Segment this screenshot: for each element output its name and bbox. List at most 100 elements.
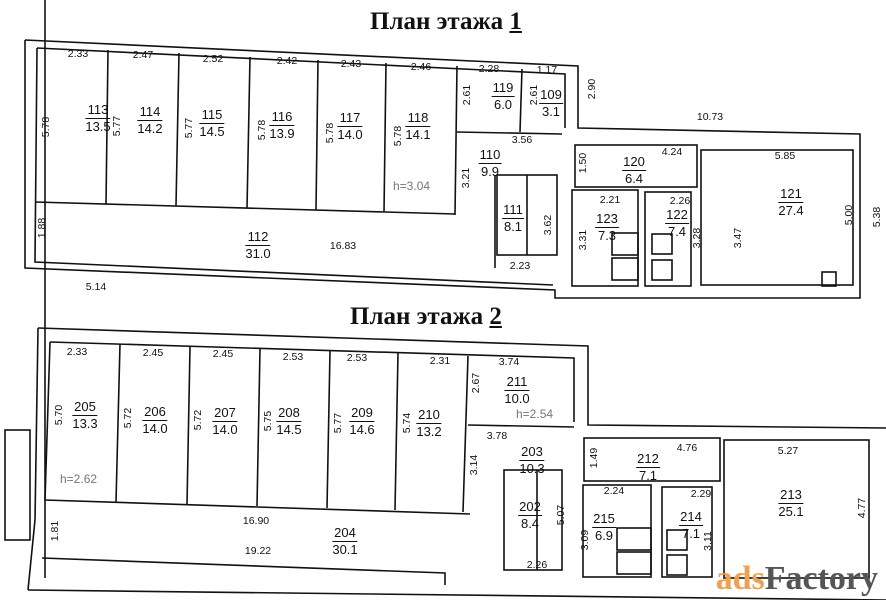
dimension-label: 2.33: [67, 48, 89, 60]
dimension-label: 5.78: [392, 125, 404, 147]
room-area: 9.9: [480, 164, 500, 179]
dimension-label: 16.83: [329, 240, 357, 252]
room-area: 10.0: [504, 391, 530, 406]
dimension-label: 5.27: [777, 445, 799, 457]
room-number: 120: [622, 154, 646, 171]
dimension-label: 5.78: [40, 116, 52, 138]
dimension-label: 2.45: [212, 348, 234, 360]
dimension-label: 3.56: [511, 134, 533, 146]
room-number: 210: [416, 407, 442, 424]
dimension-label: 5.74: [401, 412, 413, 434]
dimension-label: 3.78: [486, 430, 508, 442]
dimension-label: 2.46: [410, 61, 432, 73]
room-area: 13.2: [416, 424, 442, 439]
room-number: 202: [518, 499, 542, 516]
room-area: 25.1: [778, 504, 804, 519]
room-number: 205: [72, 399, 98, 416]
room-number: 213: [778, 487, 804, 504]
room-area: 6.9: [594, 528, 614, 543]
room-number: 204: [332, 525, 358, 542]
dimension-label: 5.77: [183, 117, 195, 139]
room-number: 121: [778, 186, 804, 203]
room-number: 122: [665, 207, 689, 224]
dimension-label: 2.53: [346, 352, 368, 364]
dimension-label: 1.88: [36, 217, 48, 239]
dimension-label: 5.85: [774, 150, 796, 162]
dimension-label: 16.90: [242, 515, 270, 527]
dimension-label: 2.26: [669, 195, 691, 207]
dimension-label: 2.47: [132, 49, 154, 61]
floor2-walls: [4, 0, 886, 600]
dimension-label: 4.76: [676, 442, 698, 454]
room-number: 211: [504, 374, 530, 391]
room-area: 14.1: [405, 127, 431, 142]
room-area: 31.0: [245, 246, 271, 261]
dimension-label: 3.47: [732, 227, 744, 249]
room-area: 8.4: [520, 516, 540, 531]
room-number: 112: [245, 229, 271, 246]
dimension-label: 5.38: [871, 206, 883, 228]
room-number: 212: [636, 451, 660, 468]
room-211-ceiling-height: h=2.54: [516, 407, 554, 421]
dimension-label: 3.11: [702, 531, 714, 551]
room-area: 14.2: [137, 121, 163, 136]
dimension-label: 2.26: [526, 559, 548, 571]
dimension-label: 4.24: [661, 146, 683, 158]
room-area: 6.4: [624, 171, 644, 186]
dimension-label: 1.50: [577, 152, 589, 174]
dimension-label: 5.75: [262, 410, 274, 432]
floor2-title-number: 2: [489, 303, 502, 330]
dimension-label: 2.24: [603, 485, 625, 497]
room-area: 14.0: [337, 127, 363, 142]
dimension-label: 4.77: [856, 497, 868, 519]
dimension-label: 5.72: [122, 407, 134, 429]
dimension-label: 2.53: [282, 351, 304, 363]
floor2-title-text: План этажа: [350, 303, 490, 330]
floor1-title-text: План этажа: [370, 8, 510, 35]
room-number: 109: [539, 87, 563, 104]
room-area: 14.5: [276, 422, 302, 437]
dimension-label: 3.31: [577, 229, 589, 251]
dimension-label: 2.21: [599, 194, 621, 206]
room-number: 119: [491, 80, 515, 97]
room-area: 13.3: [72, 416, 98, 431]
floor1-ceiling-height: h=3.04: [393, 179, 431, 193]
dimension-label: 2.31: [429, 355, 451, 367]
dimension-label: 1.17: [536, 64, 558, 76]
room-number: 214: [679, 509, 703, 526]
dimension-label: 1.81: [49, 520, 61, 542]
floor1-title-number: 1: [509, 8, 522, 35]
dimension-label: 1.49: [588, 447, 600, 469]
room-number: 115: [199, 107, 225, 124]
room-area: 8.1: [503, 219, 523, 234]
dimension-label: 5.72: [192, 409, 204, 431]
room-area: 14.5: [199, 124, 225, 139]
room-number: 118: [405, 110, 431, 127]
room-number: 111: [502, 202, 524, 219]
dimension-label: 2.90: [586, 78, 598, 100]
room-number: 110: [478, 147, 502, 164]
floor2-title: План этажа 2: [350, 303, 502, 331]
dimension-label: 3.09: [579, 529, 591, 551]
dimension-label: 5.14: [85, 281, 107, 293]
